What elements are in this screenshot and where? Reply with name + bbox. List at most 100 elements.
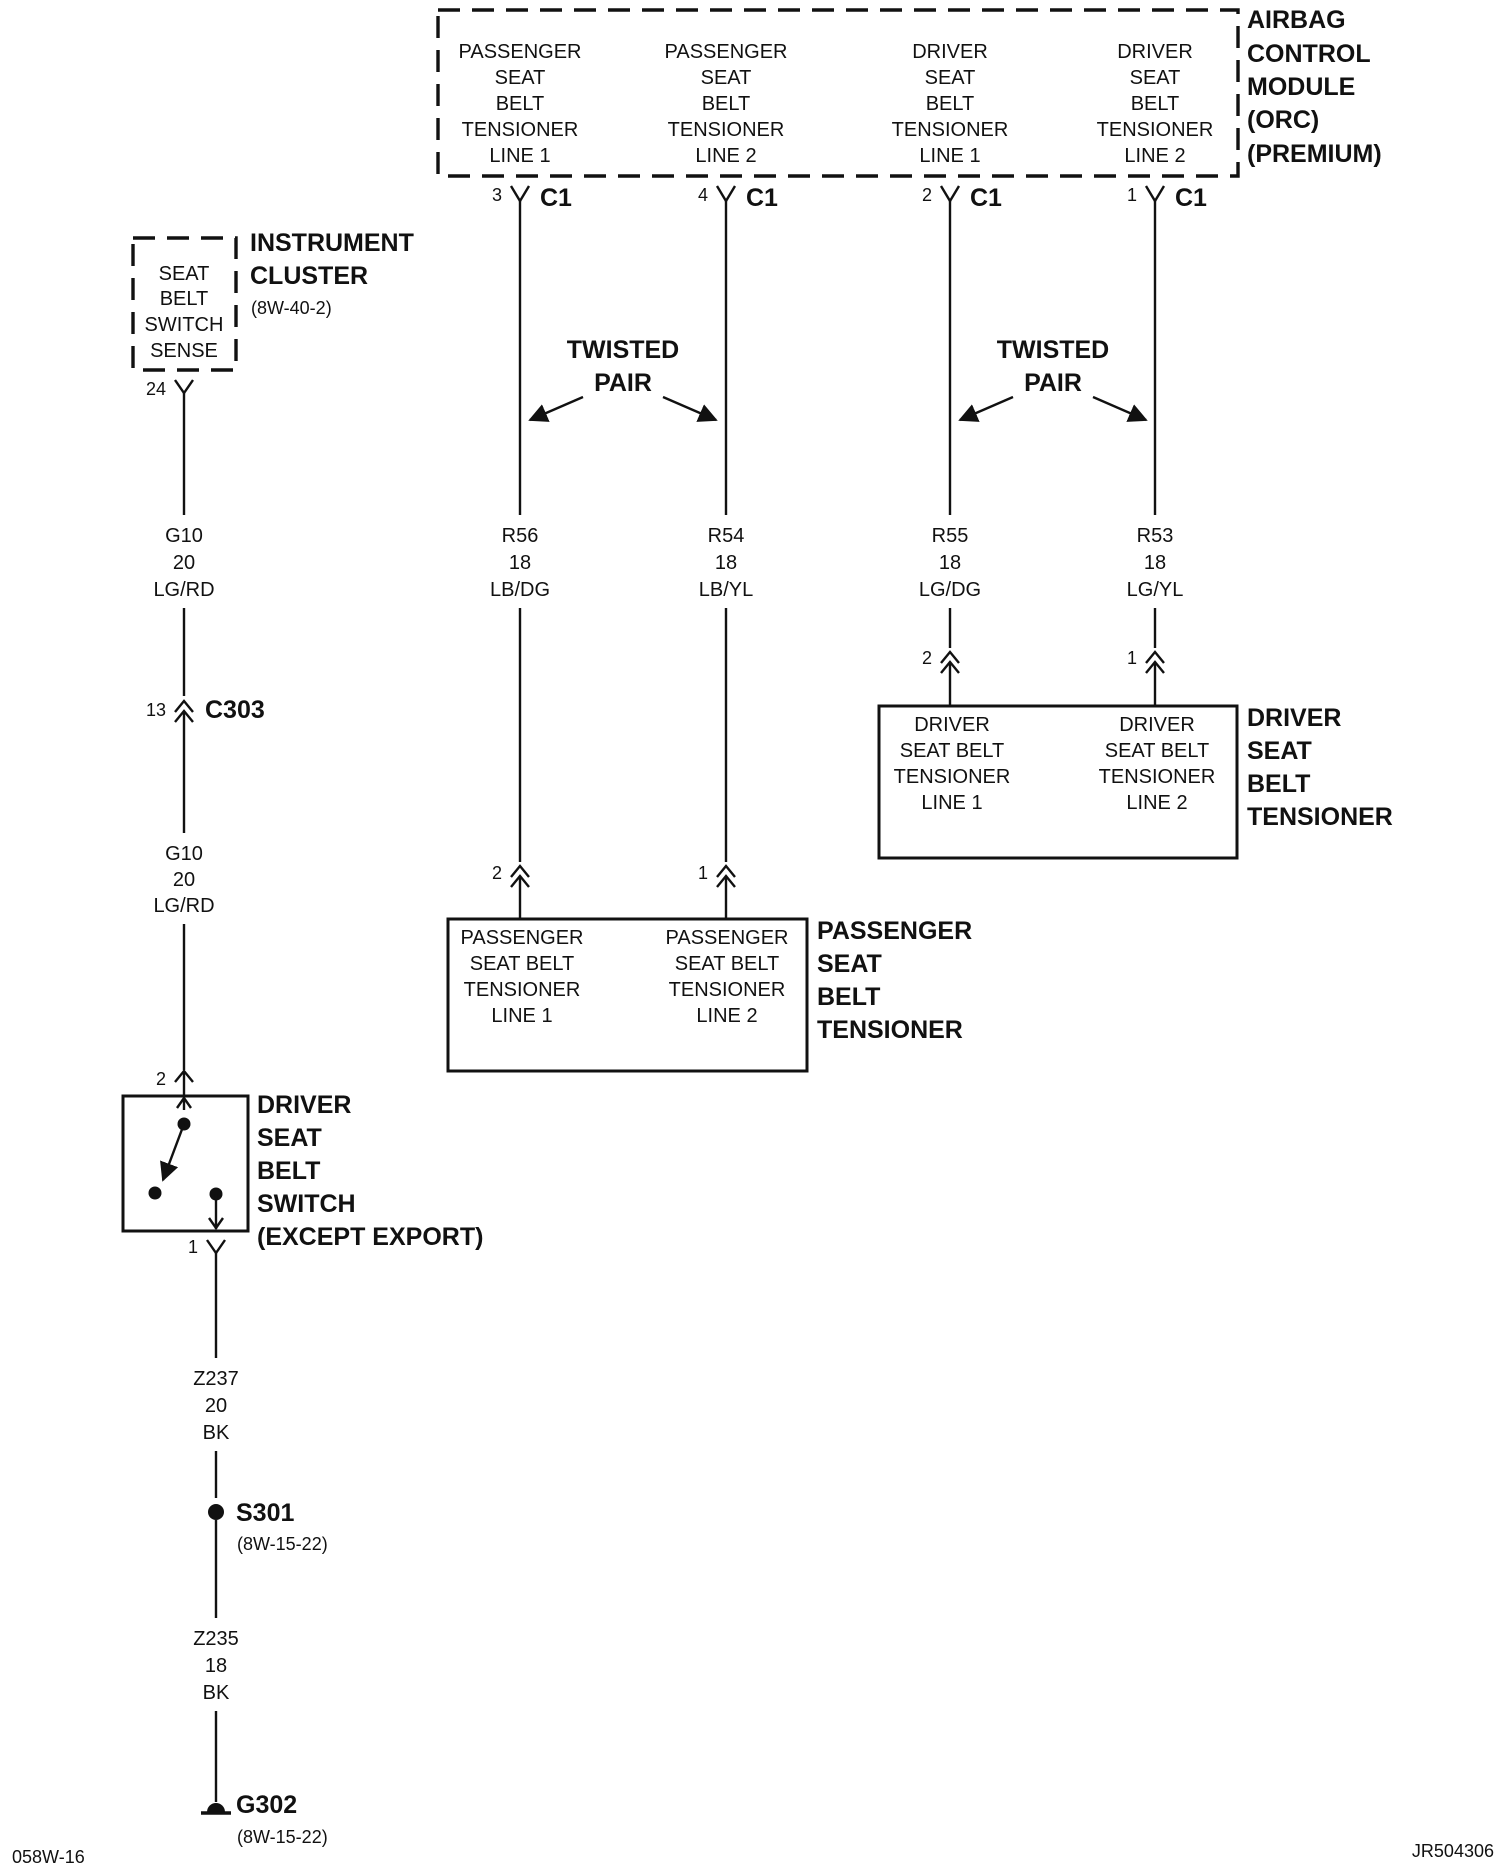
passenger-tensioner-cavity-2: 2 [492, 863, 502, 883]
splice-dot [208, 1504, 224, 1520]
orc-cavity-4: 4 [698, 185, 708, 205]
svg-text:18: 18 [509, 552, 531, 574]
svg-text:DRIVER: DRIVER [257, 1091, 351, 1119]
svg-text:SWITCH: SWITCH [257, 1190, 356, 1218]
switch-cavity1-connector [206, 1239, 226, 1256]
svg-text:G10: G10 [165, 525, 203, 547]
svg-text:LINE 1: LINE 1 [489, 145, 550, 167]
svg-text:BELT: BELT [817, 983, 880, 1011]
svg-text:LINE 1: LINE 1 [919, 145, 980, 167]
svg-text:LINE 1: LINE 1 [921, 792, 982, 814]
svg-text:20: 20 [173, 869, 195, 891]
svg-text:TENSIONER: TENSIONER [464, 979, 581, 1001]
orc-cavity-1: 1 [1127, 185, 1137, 205]
driver-tensioner-outline [877, 704, 1239, 860]
svg-text:BELT: BELT [1131, 93, 1180, 115]
orc-c1-cavity3-connector [509, 185, 531, 204]
airbag-control-module: PASSENGER SEAT BELT TENSIONER LINE 1 PAS… [436, 6, 1382, 212]
svg-text:TENSIONER: TENSIONER [1099, 766, 1216, 788]
drawing-number: JR504306 [1412, 1841, 1494, 1861]
instrument-cluster: SEAT BELT SWITCH SENSE INSTRUMENT CLUSTE… [131, 229, 414, 399]
switch-blade [160, 1123, 186, 1182]
svg-text:18: 18 [205, 1655, 227, 1677]
driver-tensioner-cavity-2: 2 [922, 648, 932, 668]
orc-pin-label-passenger-line1: PASSENGER SEAT BELT TENSIONER LINE 1 [459, 41, 582, 167]
orc-pin-label-passenger-line2: PASSENGER SEAT BELT TENSIONER LINE 2 [665, 41, 788, 167]
svg-text:INSTRUMENT: INSTRUMENT [250, 229, 414, 257]
orc-title: AIRBAG CONTROL MODULE (ORC) (PREMIUM) [1247, 6, 1382, 168]
passenger-tensioner-pin-label-line1: PASSENGER SEAT BELT TENSIONER LINE 1 [461, 927, 584, 1027]
svg-text:TENSIONER: TENSIONER [668, 119, 785, 141]
svg-text:BELT: BELT [257, 1157, 320, 1185]
svg-text:PAIR: PAIR [594, 369, 652, 397]
svg-text:R53: R53 [1137, 525, 1174, 547]
svg-text:Z235: Z235 [193, 1628, 239, 1650]
instrument-cluster-cavity-24: 24 [146, 379, 166, 399]
c303-cavity-13: 13 [146, 700, 166, 720]
svg-text:(PREMIUM): (PREMIUM) [1247, 140, 1382, 168]
svg-text:TWISTED: TWISTED [997, 336, 1110, 364]
orc-cavity-3: 3 [492, 185, 502, 205]
svg-text:MODULE: MODULE [1247, 73, 1355, 101]
orc-pin-label-driver-line2: DRIVER SEAT BELT TENSIONER LINE 2 [1097, 41, 1214, 167]
svg-text:LINE 2: LINE 2 [1124, 145, 1185, 167]
svg-text:BK: BK [203, 1422, 230, 1444]
c303-label: C303 [205, 696, 265, 724]
svg-text:LB/YL: LB/YL [699, 579, 753, 601]
svg-text:LG/RD: LG/RD [153, 579, 214, 601]
svg-text:TWISTED: TWISTED [567, 336, 680, 364]
svg-text:SEAT: SEAT [159, 263, 210, 285]
svg-text:SENSE: SENSE [150, 340, 218, 362]
svg-text:TENSIONER: TENSIONER [817, 1016, 963, 1044]
svg-text:TENSIONER: TENSIONER [892, 119, 1009, 141]
orc-outline [436, 8, 1240, 178]
driver-seat-belt-switch: 2 DRIVER SEAT BELT SWITCH (EXCEPT EXPORT… [121, 1069, 483, 1257]
svg-text:18: 18 [1144, 552, 1166, 574]
svg-text:BELT: BELT [160, 288, 209, 310]
twisted-pair-arrow [662, 395, 718, 422]
ground-icon [207, 1803, 225, 1812]
svg-text:PASSENGER: PASSENGER [817, 917, 972, 945]
wire-g10-lower: G10 20 LG/RD [153, 843, 215, 1070]
svg-text:TENSIONER: TENSIONER [1097, 119, 1214, 141]
svg-text:SEAT BELT: SEAT BELT [900, 740, 1004, 762]
s301-ref: (8W-15-22) [237, 1534, 328, 1554]
svg-text:SEAT BELT: SEAT BELT [1105, 740, 1209, 762]
twisted-pair-arrow [528, 395, 584, 422]
orc-cavity-2: 2 [922, 185, 932, 205]
driver-tensioner-pin-label-line1: DRIVER SEAT BELT TENSIONER LINE 1 [894, 714, 1011, 814]
g302-label: G302 [236, 1791, 297, 1819]
svg-text:SEAT: SEAT [495, 67, 546, 89]
svg-text:Z237: Z237 [193, 1368, 239, 1390]
svg-text:G10: G10 [165, 843, 203, 865]
orc-pin-label-driver-line1: DRIVER SEAT BELT TENSIONER LINE 1 [892, 41, 1009, 167]
wire-r54: R54 18 LB/YL [699, 201, 753, 862]
passenger-seat-belt-tensioner: 2 1 PASSENGER SEAT BELT TENSIONER LINE 1… [446, 863, 972, 1073]
instrument-cluster-outline [131, 236, 238, 372]
svg-text:SEAT: SEAT [701, 67, 752, 89]
svg-text:LB/DG: LB/DG [490, 579, 550, 601]
svg-text:PASSENGER: PASSENGER [461, 927, 584, 949]
svg-text:BELT: BELT [496, 93, 545, 115]
svg-text:AIRBAG: AIRBAG [1247, 6, 1346, 34]
svg-text:TENSIONER: TENSIONER [462, 119, 579, 141]
ground-g302: G302 (8W-15-22) [201, 1791, 328, 1847]
wire-z235: Z235 18 BK [193, 1520, 239, 1802]
svg-text:R55: R55 [932, 525, 969, 547]
figure-id: 058W-16 [12, 1847, 85, 1867]
svg-text:(EXCEPT EXPORT): (EXCEPT EXPORT) [257, 1223, 483, 1251]
orc-c1-cavity1-connector [1144, 185, 1166, 204]
svg-text:TENSIONER: TENSIONER [1247, 803, 1393, 831]
wire-r53: R53 18 LG/YL [1127, 201, 1183, 648]
orc-connector-c1: C1 [746, 184, 778, 212]
svg-text:LINE 2: LINE 2 [1126, 792, 1187, 814]
svg-text:LINE 2: LINE 2 [696, 1005, 757, 1027]
driver-tensioner-pin-label-line2: DRIVER SEAT BELT TENSIONER LINE 2 [1099, 714, 1216, 814]
svg-text:LG/RD: LG/RD [153, 895, 214, 917]
passenger-tensioner-cavity-1: 1 [698, 863, 708, 883]
orc-c1-cavity2-connector [939, 185, 961, 204]
svg-text:20: 20 [173, 552, 195, 574]
twisted-pair-arrow [1092, 395, 1148, 422]
switch-cavity-1: 1 [188, 1237, 198, 1257]
